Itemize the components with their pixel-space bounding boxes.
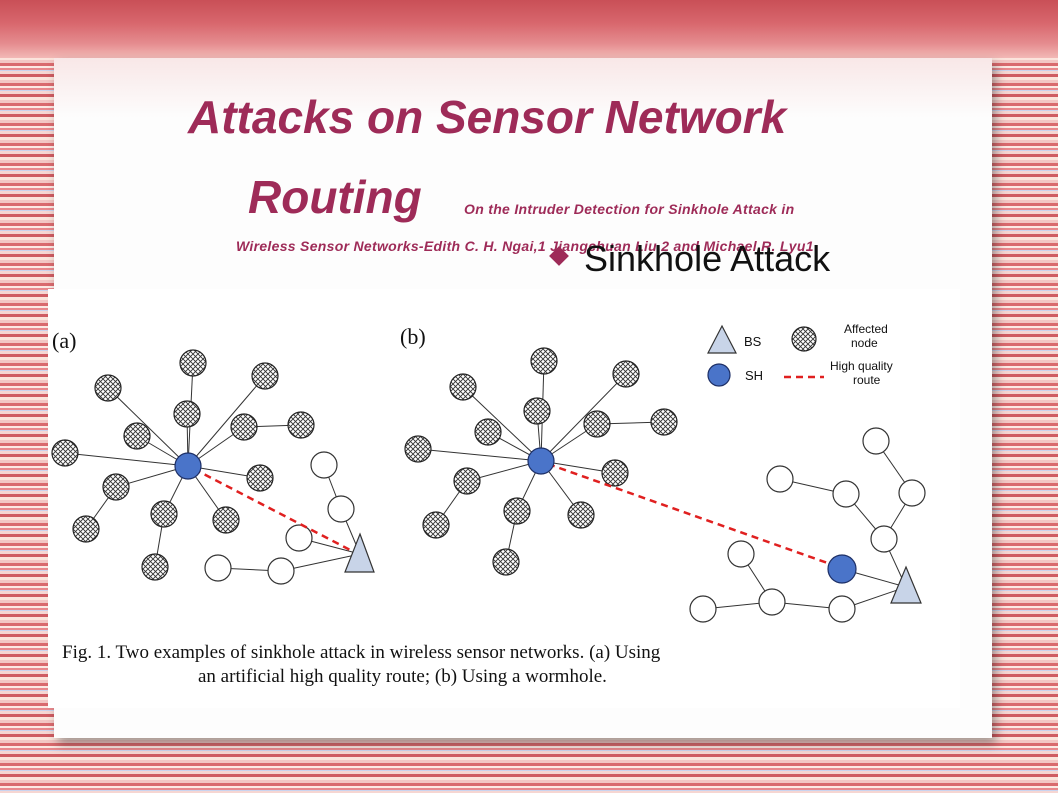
slide: Attacks on Sensor Network Routing On the…: [48, 58, 992, 738]
legend-affected-icon: [791, 326, 817, 352]
affected-node: [212, 506, 240, 534]
affected-node: [583, 410, 611, 438]
sensor-node: [828, 595, 856, 623]
figure-caption-line-1: Fig. 1. Two examples of sinkhole attack …: [62, 642, 661, 663]
sensor-node: [832, 480, 860, 508]
legend: BS Affected node SH High quality route: [707, 322, 893, 387]
affected-node: [601, 459, 629, 487]
legend-affected-line-1: Affected: [844, 322, 888, 336]
bullet-item: Sinkhole Attack: [549, 238, 831, 280]
affected-node: [612, 360, 640, 388]
affected-node: [503, 497, 531, 525]
sensor-node: [327, 495, 355, 523]
citation-line-2: Wireless Sensor Networks-Edith C. H. Nga…: [236, 238, 814, 254]
figure-caption-line-2: an artificial high quality route; (b) Us…: [198, 666, 607, 687]
affected-node: [530, 347, 558, 375]
panel-a-affected-nodes: [51, 349, 315, 581]
affected-node: [422, 511, 450, 539]
panel-a-label: (a): [52, 328, 76, 353]
slide-tint: [54, 58, 992, 118]
affected-node: [474, 418, 502, 446]
bullet-text: Sinkhole Attack: [584, 238, 831, 279]
legend-sh-label: SH: [745, 368, 763, 383]
panel-a-base-station: [344, 532, 375, 573]
affected-node: [251, 362, 279, 390]
sensor-node: [267, 557, 295, 585]
affected-node: [246, 464, 274, 492]
legend-bs-icon: [707, 324, 737, 354]
legend-sh-icon: [707, 363, 731, 387]
panel-b-sinkhole-node: [527, 447, 555, 475]
sensor-node: [689, 595, 717, 623]
panel-b-affected-nodes: [404, 347, 678, 576]
affected-node: [230, 413, 258, 441]
affected-node: [72, 515, 100, 543]
affected-node: [404, 435, 432, 463]
panel-a-normal-nodes: [204, 451, 355, 585]
panel-b-colluding-node: [827, 554, 857, 584]
legend-route-line-1: High quality: [830, 359, 893, 373]
affected-node: [492, 548, 520, 576]
sensor-node: [310, 451, 338, 479]
legend-bs-label: BS: [744, 334, 762, 349]
sensor-node: [898, 479, 926, 507]
sensor-node: [862, 427, 890, 455]
sensor-node: [758, 588, 786, 616]
sensor-node: [204, 554, 232, 582]
affected-node: [173, 400, 201, 428]
background-top-band: [0, 0, 1058, 58]
affected-node: [523, 397, 551, 425]
affected-node: [102, 473, 130, 501]
affected-node: [94, 374, 122, 402]
affected-node: [287, 411, 315, 439]
sensor-node: [727, 540, 755, 568]
sinkhole-diagram: (a) (b): [51, 322, 926, 687]
legend-affected-line-2: node: [851, 336, 878, 350]
panel-b-normal-nodes: [689, 427, 926, 623]
affected-node: [141, 553, 169, 581]
affected-node: [650, 408, 678, 436]
panel-a-sinkhole-node: [174, 452, 202, 480]
diamond-bullet-icon: [549, 246, 569, 266]
affected-node: [123, 422, 151, 450]
sensor-node: [285, 524, 313, 552]
sinkhole-figure: (a) (b): [48, 289, 960, 708]
affected-node: [51, 439, 79, 467]
citation-line-1: On the Intruder Detection for Sinkhole A…: [464, 201, 795, 217]
sensor-node: [870, 525, 898, 553]
panel-b-label: (b): [400, 324, 426, 349]
panel-a-high-quality-route: [193, 467, 357, 555]
affected-node: [567, 501, 595, 529]
affected-node: [150, 500, 178, 528]
slide-title-line-1: Attacks on Sensor Network: [188, 91, 787, 143]
panel-b-high-quality-route: [547, 462, 837, 568]
affected-node: [453, 467, 481, 495]
sensor-node: [766, 465, 794, 493]
panel-b-base-station: [890, 565, 922, 604]
legend-route-line-2: route: [853, 373, 881, 387]
affected-node: [449, 373, 477, 401]
affected-node: [179, 349, 207, 377]
slide-title-line-2: Routing: [248, 171, 422, 223]
